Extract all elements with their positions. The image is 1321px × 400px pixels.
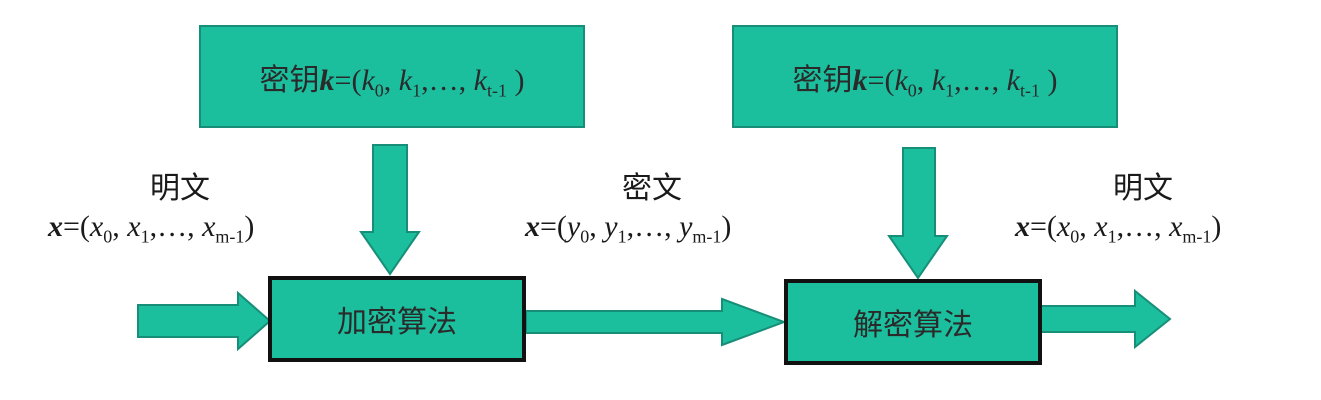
key-term: k [473,63,487,97]
plaintext-subscript: m-1 [215,226,245,247]
key-subscript: 0 [374,79,384,100]
decryption-algorithm-label: 解密算法 [853,308,973,343]
plaintext-variable: x [1015,210,1030,243]
plaintext-formula-left: x=(x0, x1,…, xm-1) [48,210,255,247]
plaintext-subscript: 0 [103,226,113,247]
equals-open-paren: =( [334,63,362,97]
key-term: k [398,63,413,97]
key-subscript: 1 [412,79,422,100]
plaintext-term: x [1094,210,1108,243]
plaintext-label-right: 明文 [1113,171,1173,206]
encryption-algorithm-label: 加密算法 [337,305,457,340]
decryption-algorithm-box: 解密算法 [784,279,1042,365]
key-variable: k [319,63,335,97]
plaintext-term: x [1169,210,1183,243]
key-variable: k [852,63,868,97]
ciphertext-label: 密文 [622,171,682,206]
ellipsis: … [157,210,188,243]
plaintext-subscript: 0 [1070,226,1080,247]
plaintext-input-arrow [137,290,272,352]
ciphertext-variable: x [525,210,540,243]
key-to-encrypt-arrow [359,144,421,276]
close-paren: ) [1211,210,1222,243]
close-paren: ) [1039,63,1058,97]
equals-open-paren: =( [63,210,90,243]
equals-open-paren: =( [540,210,567,243]
equals-open-paren: =( [1030,210,1057,243]
ciphertext-term: y [604,210,618,243]
plaintext-term: x [127,210,141,243]
ciphertext-term: y [679,210,693,243]
plaintext-term: x [202,210,216,243]
ciphertext-subscript: 0 [580,226,590,247]
ellipsis: … [634,210,665,243]
plaintext-variable: x [48,210,63,243]
key-formula-encrypt: 密钥k=(k0, k1,…, kt-1 ) [259,63,525,100]
ciphertext-subscript: 1 [617,226,627,247]
close-paren: ) [721,210,732,243]
plaintext-term: x [89,210,104,243]
key-term: k [1006,63,1020,97]
key-label: 密钥 [259,63,320,97]
ciphertext-formula: x=(y0, y1,…, ym-1) [525,210,732,247]
ellipsis: … [961,63,992,97]
key-term: k [361,63,375,97]
plaintext-formula-right: x=(x0, x1,…, xm-1) [1015,210,1222,247]
key-term: k [931,63,946,97]
key-box-decrypt: 密钥k=(k0, k1,…, kt-1 ) [732,25,1118,128]
key-to-decrypt-arrow [887,147,949,280]
key-subscript: t-1 [1019,79,1040,100]
encryption-algorithm-box: 加密算法 [268,276,526,362]
plaintext-label-left: 明文 [150,171,210,206]
plaintext-subscript: 1 [140,226,150,247]
close-paren: ) [506,63,525,97]
ciphertext-subscript: m-1 [692,226,722,247]
key-term: k [894,63,908,97]
plaintext-subscript: 1 [1107,226,1117,247]
ciphertext-term: y [566,210,581,243]
key-subscript: 0 [907,79,917,100]
key-subscript: t-1 [486,79,507,100]
key-box-encrypt: 密钥k=(k0, k1,…, kt-1 ) [199,25,585,128]
ellipsis: … [1124,210,1155,243]
plaintext-term: x [1056,210,1071,243]
plaintext-output-arrow [1040,288,1172,350]
close-paren: ) [244,210,255,243]
ciphertext-arrow [525,297,787,347]
plaintext-subscript: m-1 [1182,226,1212,247]
key-subscript: 1 [945,79,955,100]
key-formula-decrypt: 密钥k=(k0, k1,…, kt-1 ) [792,63,1058,100]
ellipsis: … [428,63,459,97]
equals-open-paren: =( [867,63,895,97]
key-label: 密钥 [792,63,853,97]
